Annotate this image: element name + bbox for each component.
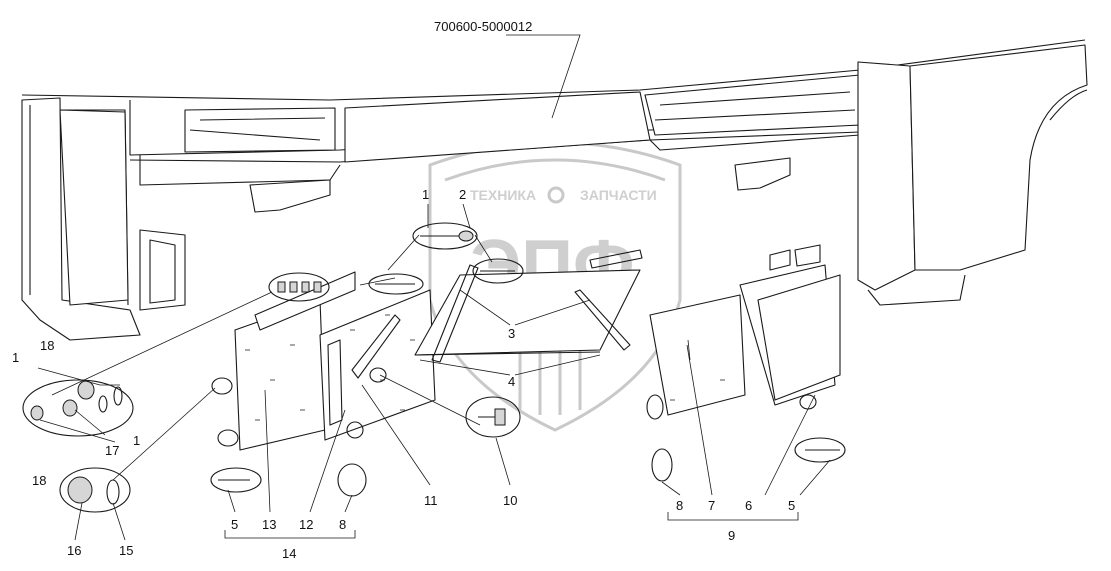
bracket-4 bbox=[414, 269, 641, 356]
callout-5-left: 5 bbox=[231, 517, 238, 532]
plate-12 bbox=[319, 289, 436, 441]
callout-8-right: 8 bbox=[676, 498, 683, 513]
plate-6 bbox=[739, 244, 841, 406]
fastener-group-kit-9 bbox=[646, 394, 846, 482]
callout-8-left: 8 bbox=[339, 517, 346, 532]
gear-icon bbox=[547, 186, 565, 204]
bolt-group-1-2 bbox=[268, 222, 524, 302]
callout-5-right: 5 bbox=[788, 498, 795, 513]
assembly-code: 700600-5000012 bbox=[434, 19, 532, 34]
callout-18-top: 18 bbox=[40, 338, 54, 353]
callout-9: 9 bbox=[728, 528, 735, 543]
callout-1-right: 1 bbox=[133, 433, 140, 448]
callout-14: 14 bbox=[282, 546, 296, 561]
watermark-word-2: ЗАПЧАСТИ bbox=[580, 187, 657, 203]
step-bracket bbox=[139, 229, 186, 311]
leader-lines bbox=[37, 34, 831, 541]
watermark-word-1: ТЕХНИКА bbox=[470, 187, 536, 203]
truck-frame bbox=[21, 39, 1088, 341]
callout-7: 7 bbox=[708, 498, 715, 513]
callout-10: 10 bbox=[503, 493, 517, 508]
bracket-3 bbox=[431, 249, 643, 363]
fastener-group-17-18 bbox=[22, 367, 387, 513]
callout-2: 2 bbox=[459, 187, 466, 202]
frame-bracket-right bbox=[734, 157, 791, 191]
callout-13: 13 bbox=[262, 517, 276, 532]
callout-1: 1 bbox=[422, 187, 429, 202]
callout-16: 16 bbox=[67, 543, 81, 558]
callout-17: 17 bbox=[105, 443, 119, 458]
plate-7 bbox=[649, 294, 746, 416]
callout-1-left: 1 bbox=[12, 350, 19, 365]
callout-11: 11 bbox=[424, 493, 438, 508]
bracket-11 bbox=[351, 314, 401, 379]
callout-15: 15 bbox=[119, 543, 133, 558]
callout-6: 6 bbox=[745, 498, 752, 513]
rear-fender bbox=[909, 44, 1088, 271]
callout-4: 4 bbox=[508, 374, 515, 389]
callout-18-bottom: 18 bbox=[32, 473, 46, 488]
rear-fender-left bbox=[857, 61, 916, 291]
callout-12: 12 bbox=[299, 517, 313, 532]
frame-bracket-left bbox=[249, 179, 331, 213]
callout-3: 3 bbox=[508, 326, 515, 341]
bolt-10 bbox=[465, 396, 521, 438]
